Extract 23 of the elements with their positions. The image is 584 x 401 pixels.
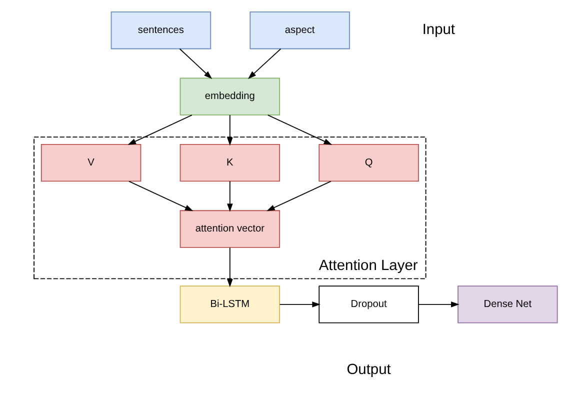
arrow [279,302,320,308]
node-box: Dense Net [458,286,558,324]
arrow [266,180,332,212]
arrow [248,48,282,80]
arrow [227,114,233,146]
label: Input [422,22,456,38]
label: Output [346,362,391,378]
node-box: sentences [110,12,212,50]
node-box: Q [318,144,419,182]
node-box: K [180,144,280,182]
node-box: embedding [180,78,280,116]
node-box: aspect [250,12,350,50]
node-box: Dropout [318,286,419,324]
arrow [128,114,192,145]
arrow [179,48,212,80]
node-box: attention vector [180,210,280,248]
arrow [267,114,332,145]
arrow [227,247,233,288]
node-box: Bi-LSTM [180,286,280,324]
arrow [227,180,233,212]
arrow [128,180,194,212]
arrow [418,302,460,308]
node-box: V [40,144,142,182]
